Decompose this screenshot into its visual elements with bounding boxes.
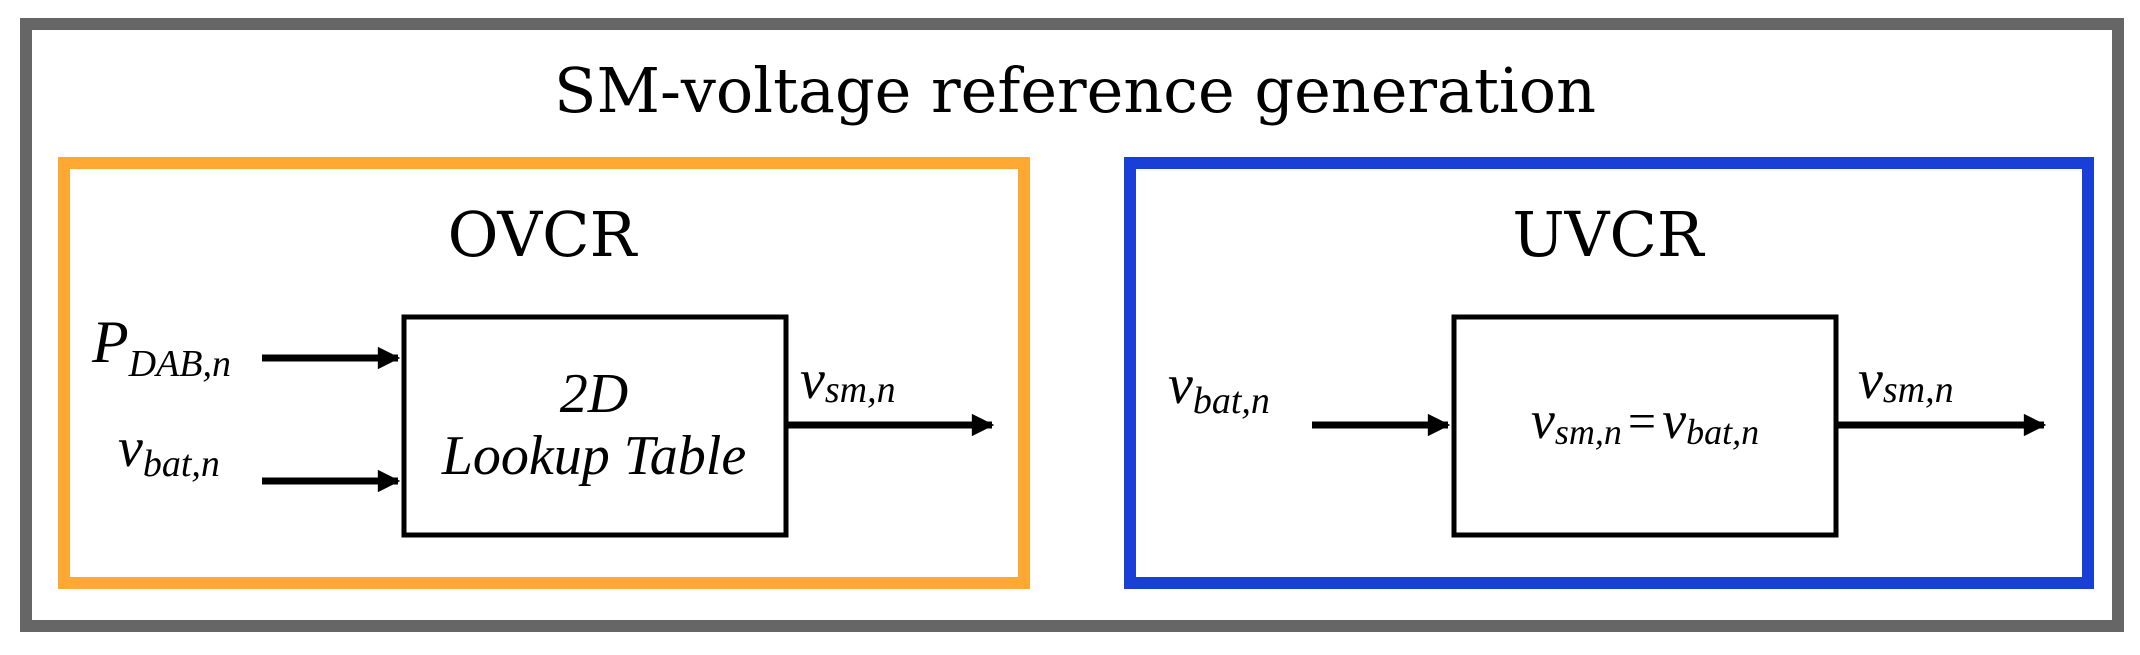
ovcr-input-p-dab-label: PDAB,n — [91, 309, 231, 385]
identity-equation: vsm,n=vbat,n — [1531, 390, 1759, 452]
uvcr-output-label: vsm,n — [1858, 349, 1954, 411]
outer-frame — [20, 18, 2124, 632]
identity-block — [1451, 314, 1839, 538]
ovcr-label: OVCR — [448, 198, 639, 271]
uvcr-input-v-bat-label: vbat,n — [1168, 354, 1270, 422]
lookup-table-line-2: Lookup Table — [441, 425, 746, 487]
ovcr-group: OVCR PDAB,n vbat,n 2D Lookup Table vsm,n — [58, 157, 1030, 589]
diagram-title: SM-voltage reference generation — [554, 54, 1596, 127]
ovcr-input-v-bat-label: vbat,n — [118, 417, 220, 485]
lookup-table-block — [401, 314, 789, 538]
ovcr-frame — [58, 157, 1030, 589]
uvcr-frame — [1124, 157, 2094, 589]
uvcr-group: UVCR vbat,n vsm,n=vbat,n vsm,n — [1124, 157, 2094, 589]
lookup-table-line-1: 2D — [560, 363, 628, 425]
ovcr-output-label: vsm,n — [800, 349, 896, 411]
uvcr-label: UVCR — [1512, 198, 1705, 271]
